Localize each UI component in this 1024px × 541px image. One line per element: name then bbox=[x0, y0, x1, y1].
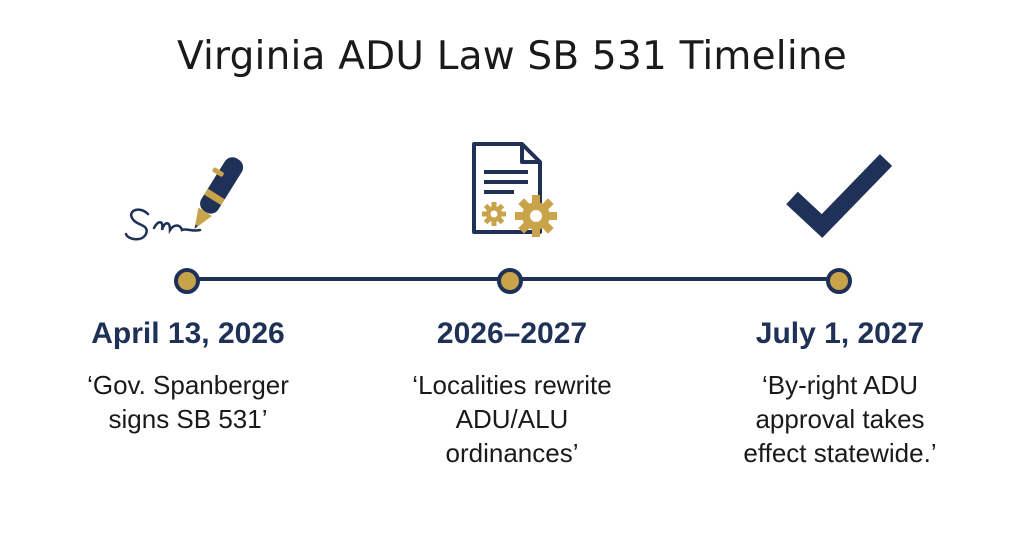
milestone-description: ‘Localities rewrite ADU/ALU ordinances’ bbox=[362, 368, 662, 470]
checkmark-icon bbox=[786, 154, 893, 238]
description-line: ADU/ALU bbox=[455, 404, 569, 434]
description-line: ordinances’ bbox=[445, 438, 579, 468]
description-line: signs SB 531’ bbox=[108, 404, 268, 434]
milestone-date: April 13, 2026 bbox=[91, 317, 285, 350]
description-line: ‘Gov. Spanberger bbox=[87, 370, 289, 400]
milestone-date: 2026–2027 bbox=[436, 317, 588, 350]
timeline-dot-1 bbox=[174, 268, 200, 294]
description-line: approval takes bbox=[755, 404, 925, 434]
document-gears-icon bbox=[472, 142, 557, 237]
description-line: ‘By-right ADU bbox=[761, 370, 919, 400]
timeline-dot-3 bbox=[826, 268, 852, 294]
milestone-description: ‘By-right ADU approval takes effect stat… bbox=[690, 368, 990, 470]
page-title: Virginia ADU Law SB 531 Timeline bbox=[177, 34, 847, 79]
milestone-description: ‘Gov. Spanberger signs SB 531’ bbox=[38, 368, 338, 436]
description-line: effect statewide.’ bbox=[743, 438, 937, 468]
description-line: ‘Localities rewrite bbox=[412, 370, 612, 400]
timeline-dot-2 bbox=[497, 268, 523, 294]
pen-signature-icon bbox=[124, 157, 244, 241]
milestone-date: July 1, 2027 bbox=[755, 317, 925, 350]
